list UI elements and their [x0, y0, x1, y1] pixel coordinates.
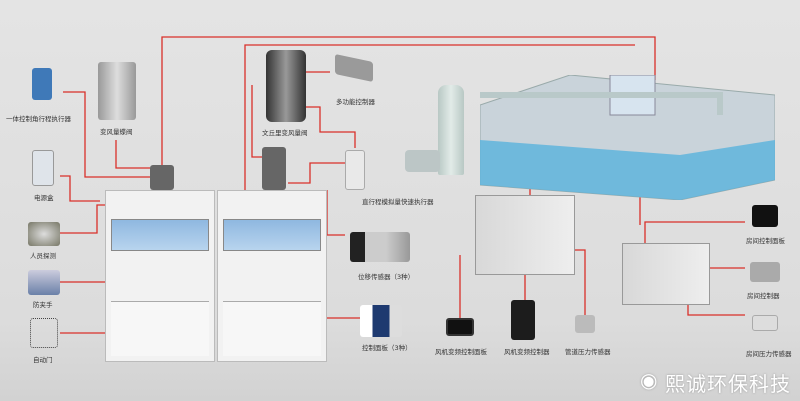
fan-control-cabinet	[475, 195, 575, 275]
label-room-pressure: 房间压力传感器	[746, 350, 792, 358]
linear-actuator-device	[345, 150, 365, 190]
label-multi-controller: 多功能控制器	[336, 98, 375, 106]
fan-panel-device	[446, 318, 474, 336]
label-duct-pressure: 管道压力传感器	[565, 348, 611, 356]
label-actuator: 一体控制角行程执行器	[6, 115, 71, 123]
label-auto-door: 自动门	[33, 356, 53, 364]
label-room-panel: 房间控制面板	[746, 237, 785, 245]
duct-pressure-device	[575, 315, 595, 333]
label-control-panel: 控制面板（3种）	[362, 344, 412, 352]
auto-door-device	[30, 318, 58, 348]
room-pressure-device	[752, 315, 778, 331]
control-panel-device	[360, 305, 402, 337]
hood-vav-valve-1	[150, 165, 174, 190]
room-controller-device	[750, 262, 780, 282]
fan-controller-device	[511, 300, 535, 340]
exhaust-fan	[405, 150, 440, 172]
actuator-device	[32, 68, 52, 100]
label-linear-actuator: 直行程模拟量快速执行器	[362, 198, 434, 206]
label-person-detect: 人员探测	[30, 252, 56, 260]
room-control-cabinet	[622, 243, 710, 305]
butterfly-valve-device	[98, 62, 136, 120]
power-box-device	[32, 150, 54, 186]
room-panel-device	[752, 205, 778, 227]
watermark-weibo-icon: ◉	[640, 368, 659, 392]
label-room-controller: 房间控制器	[747, 292, 780, 300]
watermark: 熙诚环保科技	[665, 372, 791, 396]
label-fan-controller: 风机变频控制器	[504, 348, 550, 356]
fume-hood-1	[105, 190, 215, 362]
label-power-box: 电源盒	[34, 194, 54, 202]
scrubber-tower	[438, 85, 464, 175]
label-venturi-valve: 文丘里变风量阀	[262, 129, 308, 137]
anti-pinch-device	[28, 270, 60, 295]
laboratory-room	[479, 74, 776, 201]
person-detector-device	[28, 222, 60, 246]
venturi-valve-device	[266, 50, 306, 122]
label-displacement-sensor: 位移传感器（3种）	[358, 273, 415, 281]
fume-hood-2	[217, 190, 327, 362]
label-vav-butterfly: 变风量蝶阀	[100, 128, 133, 136]
label-anti-pinch: 防夹手	[33, 301, 53, 309]
label-fan-panel: 风机变频控制面板	[435, 348, 487, 356]
displacement-sensor-device	[350, 232, 410, 262]
hood-vav-valve-2	[262, 147, 286, 190]
